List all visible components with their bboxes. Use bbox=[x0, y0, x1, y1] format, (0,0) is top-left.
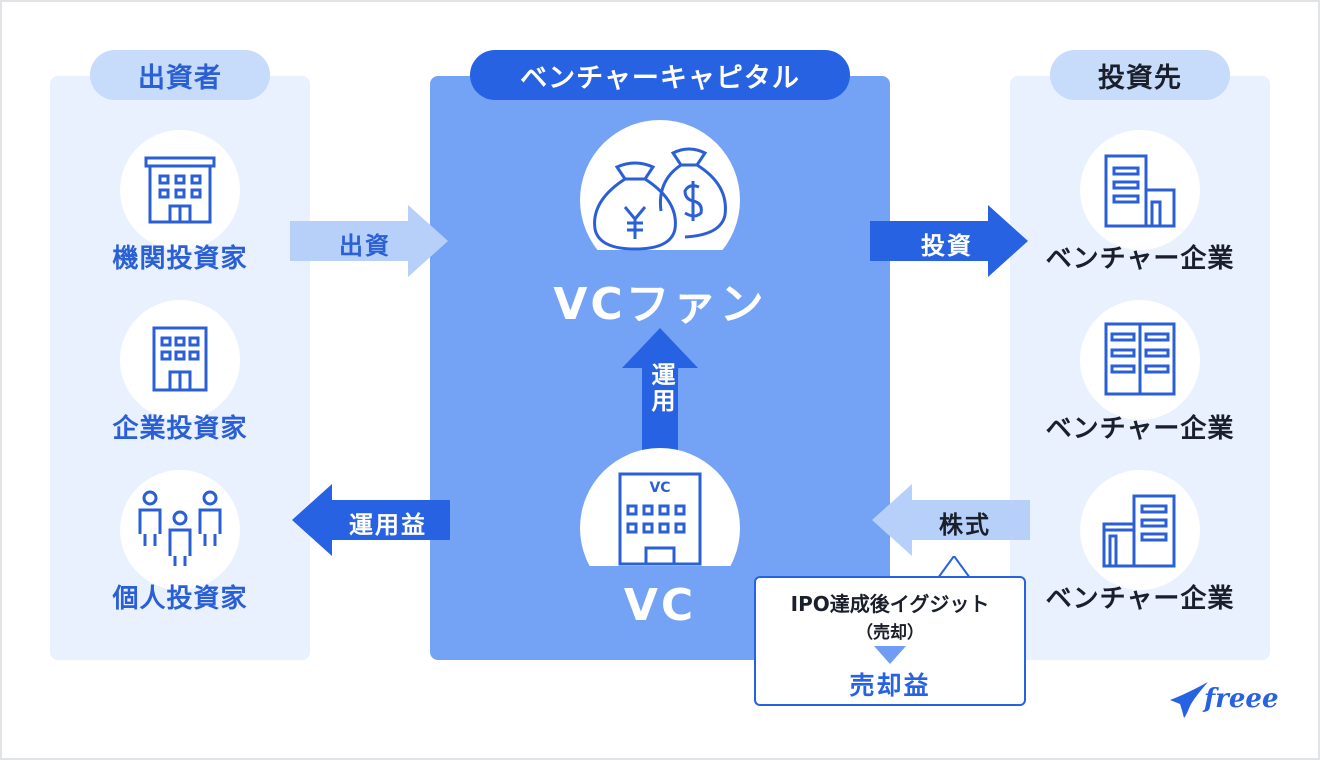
callout-down-triangle bbox=[874, 646, 906, 664]
invest-label: 投資 bbox=[921, 232, 973, 260]
returns-arrow bbox=[292, 484, 450, 556]
callout-gain-text: 売却益 bbox=[849, 671, 931, 700]
target-icon-circle bbox=[1080, 470, 1200, 590]
exit-callout: IPO達成後イグジット （売却） 売却益 bbox=[754, 576, 1026, 706]
vc-building-sign: VC bbox=[649, 480, 671, 496]
operate-arrow bbox=[622, 328, 698, 456]
targets-title: 投資先 bbox=[1050, 50, 1230, 100]
target-icon-circle bbox=[1080, 130, 1200, 250]
vc-office-icon bbox=[618, 472, 702, 566]
building-icon bbox=[144, 156, 216, 224]
company-building-icon bbox=[1104, 322, 1176, 396]
investor-label-corporate: 企業投資家 bbox=[112, 414, 248, 444]
company-building-icon bbox=[1102, 494, 1176, 568]
target-label-1: ベンチャー企業 bbox=[1045, 244, 1235, 274]
people-icon bbox=[138, 490, 222, 566]
company-building-icon bbox=[1104, 154, 1176, 228]
target-label-2: ベンチャー企業 bbox=[1045, 414, 1235, 444]
shares-label: 株式 bbox=[939, 511, 991, 539]
money-bags-icon bbox=[593, 147, 727, 251]
office-building-icon bbox=[152, 326, 208, 392]
fund-icon-circle bbox=[580, 120, 740, 250]
investors-title: 出資者 bbox=[90, 50, 270, 100]
capital-arrow bbox=[290, 205, 448, 277]
callout-exit-text: IPO達成後イグジット bbox=[790, 592, 990, 616]
investor-label-institutional: 機関投資家 bbox=[112, 244, 248, 274]
capital-label: 出資 bbox=[339, 232, 391, 260]
investor-label-individual: 個人投資家 bbox=[112, 584, 248, 614]
freee-logo-icon bbox=[1170, 682, 1208, 718]
returns-label: 運用益 bbox=[349, 511, 427, 539]
vc-title: ベンチャーキャピタル bbox=[470, 50, 850, 100]
callout-sale-text: （売却） bbox=[856, 623, 924, 643]
freee-logo-text: freee bbox=[1204, 684, 1279, 714]
target-label-3: ベンチャー企業 bbox=[1045, 584, 1235, 614]
operate-label: 運用 bbox=[647, 362, 675, 414]
shares-arrow bbox=[872, 484, 1030, 556]
invest-arrow bbox=[870, 205, 1028, 277]
callout-pointer bbox=[937, 556, 971, 580]
vc-label: VC bbox=[623, 580, 697, 631]
